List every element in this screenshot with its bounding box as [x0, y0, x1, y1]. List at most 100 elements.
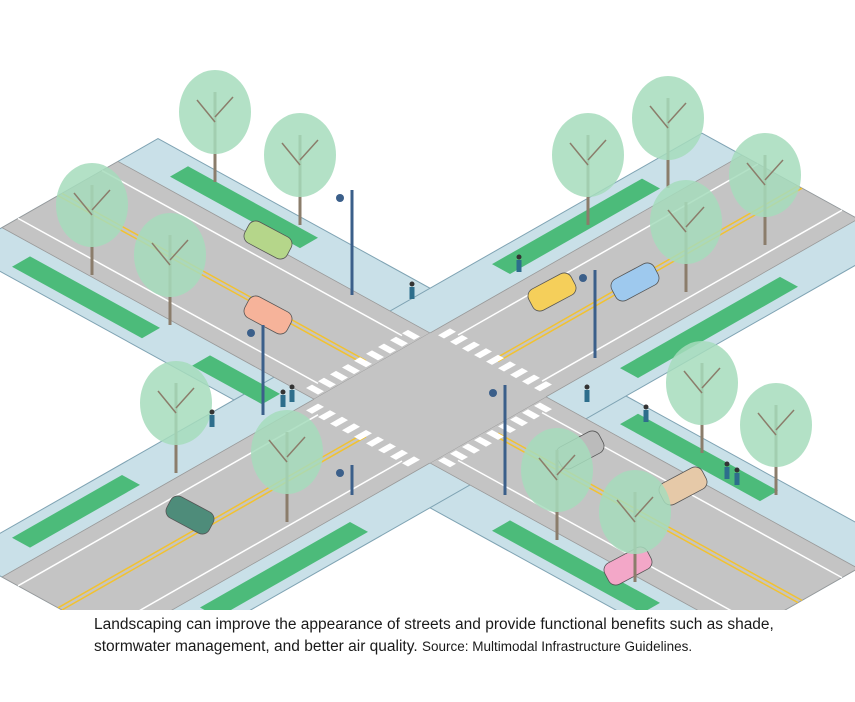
tree-branch: [268, 439, 288, 463]
street-light-lamp: [247, 329, 255, 337]
pedestrian-body: [209, 415, 215, 427]
tree-branch: [764, 159, 784, 181]
street-light-lamp: [579, 274, 587, 282]
tree-branch: [616, 499, 636, 523]
lane-line: [541, 209, 843, 382]
tree-branch: [569, 142, 589, 166]
tree-canopy: [179, 70, 251, 154]
pedestrian-body: [409, 287, 415, 299]
lane-line: [17, 217, 319, 385]
pedestrian-head: [643, 404, 649, 410]
tree-branch: [286, 436, 306, 458]
crosswalk-stripe: [486, 354, 504, 365]
tree-canopy: [632, 76, 704, 160]
crosswalk-stripe: [366, 436, 384, 447]
crosswalk-stripe: [318, 377, 336, 388]
tree-branch: [73, 192, 93, 216]
crosswalk-stripe: [510, 416, 528, 427]
tree-branch: [634, 496, 654, 518]
tree-canopy: [599, 470, 671, 554]
tree-canopy: [729, 133, 801, 217]
tree-canopy: [521, 428, 593, 512]
lane-line: [457, 459, 732, 610]
planting-strip: [492, 520, 660, 610]
pedestrian-head: [289, 384, 295, 390]
intersection-illustration: [0, 70, 855, 610]
tree-canopy: [666, 341, 738, 425]
planting-strip: [12, 475, 140, 548]
tree-branch: [667, 102, 687, 124]
crosswalk-stripe: [438, 328, 456, 339]
tree-canopy: [552, 113, 624, 197]
crosswalk-stripe: [354, 430, 372, 441]
street-light-lamp: [336, 194, 344, 202]
caption-source: Source: Multimodal Infrastructure Guidel…: [421, 639, 693, 654]
crosswalk-stripe: [522, 374, 540, 385]
pedestrian-head: [516, 254, 522, 260]
tree-branch: [556, 454, 576, 476]
crosswalk-stripe: [534, 381, 552, 392]
planting-strip: [492, 178, 660, 274]
crosswalk-stripe: [306, 403, 324, 414]
tree-branch: [667, 209, 687, 233]
tree-branch: [157, 390, 177, 414]
crosswalk-stripe: [378, 443, 396, 454]
crosswalk-stripe: [390, 449, 408, 460]
car: [243, 220, 293, 260]
tree-branch: [151, 242, 171, 266]
crosswalk-stripe: [330, 416, 348, 427]
crosswalk-stripe: [450, 450, 468, 461]
tree-canopy: [251, 410, 323, 494]
car: [165, 495, 215, 535]
tree-branch: [683, 370, 703, 394]
crosswalk-stripe: [390, 336, 408, 347]
tree-canopy: [56, 163, 128, 247]
tree-branch: [538, 457, 558, 481]
pedestrian-head: [409, 281, 415, 287]
crosswalk-stripe: [474, 348, 492, 359]
pedestrian-head: [734, 467, 740, 473]
pedestrian-head: [724, 461, 730, 467]
tree-branch: [214, 96, 234, 118]
crosswalk-stripe: [318, 410, 336, 421]
crosswalk-stripe: [342, 423, 360, 434]
crosswalk-stripe: [438, 457, 456, 468]
crosswalk-stripe: [474, 436, 492, 447]
figure-caption: Landscaping can improve the appearance o…: [94, 614, 814, 658]
crosswalk-stripe: [498, 423, 516, 433]
car: [610, 262, 660, 302]
pedestrian-body: [516, 260, 522, 272]
caption-text: Landscaping can improve the appearance o…: [94, 616, 774, 655]
crosswalk-stripe: [522, 409, 540, 420]
tree-branch: [281, 142, 301, 166]
tree-branch: [91, 189, 111, 211]
crosswalk-stripe: [330, 370, 348, 381]
planting-strip: [200, 522, 368, 610]
crosswalk-stripe: [402, 329, 420, 340]
planting-strip: [12, 256, 160, 339]
crosswalk-stripe: [486, 429, 504, 440]
car: [527, 272, 577, 312]
tree-branch: [175, 387, 195, 409]
tree-canopy: [650, 180, 722, 264]
crosswalk-stripe: [534, 402, 552, 413]
pedestrian-body: [643, 410, 649, 422]
tree-canopy: [740, 383, 812, 467]
tree-branch: [299, 139, 319, 161]
crosswalk-stripe: [378, 343, 396, 354]
crosswalk-stripe: [450, 335, 468, 346]
pedestrian-head: [584, 384, 590, 390]
tree-branch: [757, 412, 777, 436]
lane-line: [101, 169, 403, 337]
street-light-lamp: [336, 469, 344, 477]
tree-branch: [196, 99, 216, 123]
tree-branch: [685, 206, 705, 228]
tree-branch: [775, 409, 795, 431]
tree-branch: [649, 105, 669, 129]
tree-branch: [587, 139, 607, 161]
crosswalk-stripe: [306, 384, 324, 395]
tree-canopy: [264, 113, 336, 197]
crosswalk-stripe: [402, 456, 420, 467]
pedestrian-body: [734, 473, 740, 485]
